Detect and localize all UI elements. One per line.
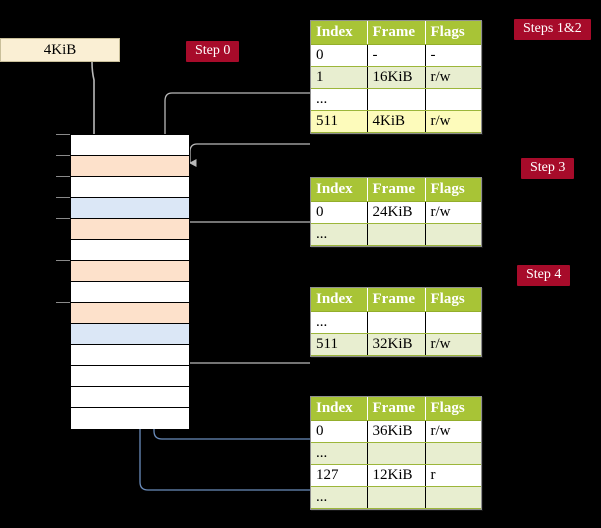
table-cell — [367, 442, 426, 465]
table-row: ... — [311, 223, 481, 246]
table-cell: 511 — [311, 333, 368, 356]
column-header: Index — [311, 21, 368, 45]
memory-frame-row — [71, 261, 189, 282]
table-row: ... — [311, 442, 481, 465]
memory-frame-row — [71, 282, 189, 303]
memory-frame-row — [71, 303, 189, 324]
table-cell: - — [367, 44, 426, 67]
table-cell: - — [425, 44, 481, 67]
table-cell — [425, 88, 481, 111]
column-header: Flags — [425, 21, 481, 45]
column-header: Index — [311, 178, 368, 202]
table-cell: r/w — [425, 201, 481, 224]
badge-step-0: Step 0 — [186, 41, 240, 62]
table-row: ... — [311, 88, 481, 111]
memory-row-tick — [56, 155, 70, 156]
memory-frame-row — [71, 198, 189, 219]
memory-frame-row — [71, 135, 189, 156]
table-cell: 12KiB — [367, 464, 426, 487]
memory-row-tick — [56, 260, 70, 261]
table-cell: 127 — [311, 464, 368, 487]
memory-row-tick — [56, 197, 70, 198]
table-cell: ... — [311, 442, 368, 465]
table-cell — [367, 311, 426, 334]
source-frame-label: 4KiB — [43, 41, 77, 58]
memory-frame-row — [71, 345, 189, 366]
physical-memory-column — [70, 134, 190, 429]
wire-step0-source-to-memory — [91, 61, 101, 149]
table-row: 0-- — [311, 44, 481, 67]
badge-steps-1-2: Steps 1&2 — [514, 19, 591, 40]
table-cell: r — [425, 464, 481, 487]
table-cell: r/w — [425, 420, 481, 443]
column-header: Flags — [425, 397, 481, 421]
table-cell: 0 — [311, 420, 368, 443]
table-cell: 1 — [311, 66, 368, 89]
table-cell: r/w — [425, 66, 481, 89]
table-cell — [425, 223, 481, 246]
column-header: Frame — [367, 178, 426, 202]
table-cell: ... — [311, 88, 368, 111]
column-header: Frame — [367, 21, 426, 45]
table-cell — [367, 486, 426, 509]
source-frame-box: 4KiB — [0, 38, 120, 62]
column-header: Frame — [367, 397, 426, 421]
table-cell — [367, 223, 426, 246]
memory-frame-row — [71, 387, 189, 408]
table-cell — [367, 88, 426, 111]
memory-frame-row — [71, 408, 189, 429]
memory-frame-row — [71, 156, 189, 177]
memory-frame-row — [71, 324, 189, 345]
memory-row-tick — [56, 218, 70, 219]
column-header: Index — [311, 397, 368, 421]
table-cell: 36KiB — [367, 420, 426, 443]
table-cell: 0 — [311, 44, 368, 67]
badge-step-3: Step 3 — [521, 158, 575, 179]
table-cell: 32KiB — [367, 333, 426, 356]
memory-frame-row — [71, 219, 189, 240]
table-cell: ... — [311, 223, 368, 246]
column-header: Flags — [425, 178, 481, 202]
memory-frame-row — [71, 240, 189, 261]
badge-step-4: Step 4 — [517, 265, 571, 286]
table-cell: r/w — [425, 110, 481, 133]
memory-row-tick — [56, 302, 70, 303]
column-header: Frame — [367, 288, 426, 312]
memory-frame-row — [71, 177, 189, 198]
column-header: Flags — [425, 288, 481, 312]
table-cell: 511 — [311, 110, 368, 133]
table-cell: ... — [311, 486, 368, 509]
table-cell — [425, 311, 481, 334]
table-row: ... — [311, 486, 481, 509]
wire-step4-table2-to-memory — [169, 298, 310, 364]
table-cell: ... — [311, 311, 368, 334]
table-cell: 24KiB — [367, 201, 426, 224]
table-cell: 0 — [311, 201, 368, 224]
table-row: ... — [311, 311, 481, 334]
memory-row-tick — [56, 134, 70, 135]
table-cell: r/w — [425, 333, 481, 356]
wire-step3-table1-to-memory — [175, 221, 310, 252]
table-cell: 16KiB — [367, 66, 426, 89]
table-cell — [425, 442, 481, 465]
table-cell — [425, 486, 481, 509]
table-cell: 4KiB — [367, 110, 426, 133]
column-header: Index — [311, 288, 368, 312]
memory-frame-row — [71, 366, 189, 387]
memory-row-tick — [56, 176, 70, 177]
